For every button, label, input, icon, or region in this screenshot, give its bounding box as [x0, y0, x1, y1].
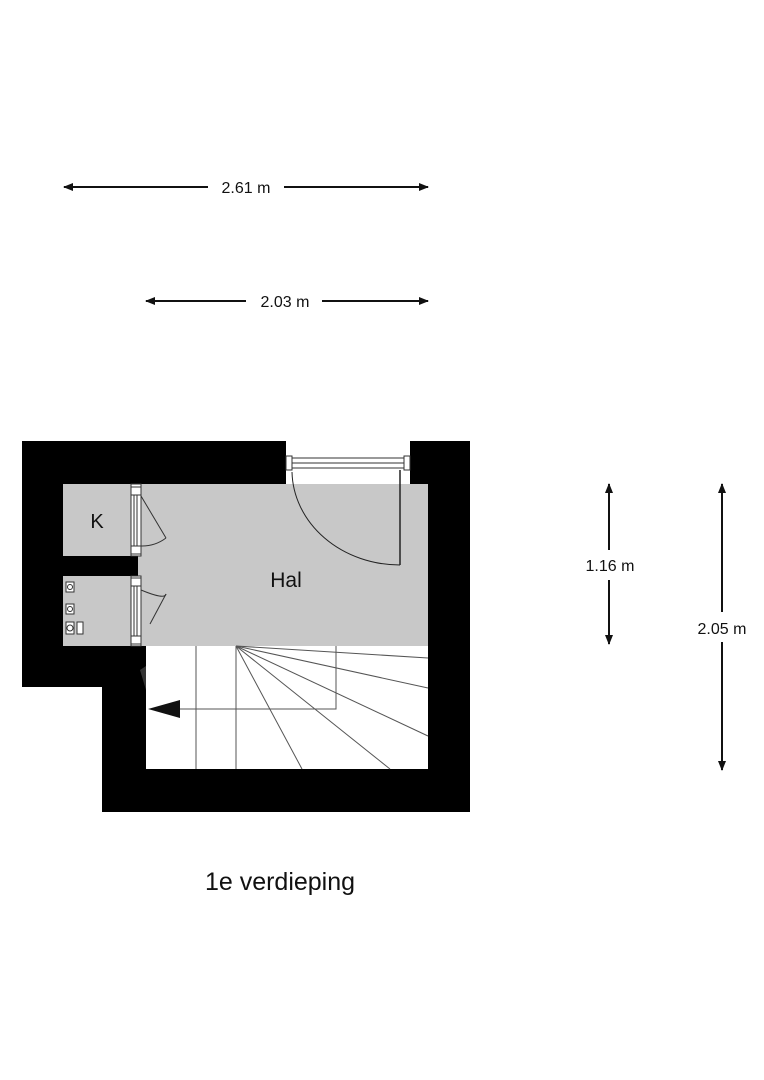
room-k-floor	[63, 484, 131, 556]
door-storage	[130, 575, 167, 647]
dimension-label: 2.03 m	[261, 294, 310, 311]
door-k	[130, 483, 167, 557]
dimension-label: 1.16 m	[586, 558, 635, 575]
hall-floor	[138, 484, 428, 646]
room-label-hal: Hal	[270, 569, 302, 592]
dimension-width-inner: 2.03 m	[145, 294, 429, 311]
staircase	[140, 645, 429, 770]
stair-direction-arrow	[148, 700, 180, 718]
door-swing-main	[291, 470, 401, 566]
floor-title: 1e verdieping	[204, 868, 356, 896]
dimension-label: 2.61 m	[222, 180, 271, 197]
window	[285, 441, 411, 484]
dimension-height-total: 2.05 m	[698, 483, 747, 771]
room-label-k: K	[90, 511, 104, 533]
meter-icon	[65, 581, 84, 635]
dimension-width-total: 2.61 m	[63, 180, 429, 197]
dimension-label: 2.05 m	[698, 621, 747, 638]
dimension-height-short: 1.16 m	[586, 483, 635, 645]
